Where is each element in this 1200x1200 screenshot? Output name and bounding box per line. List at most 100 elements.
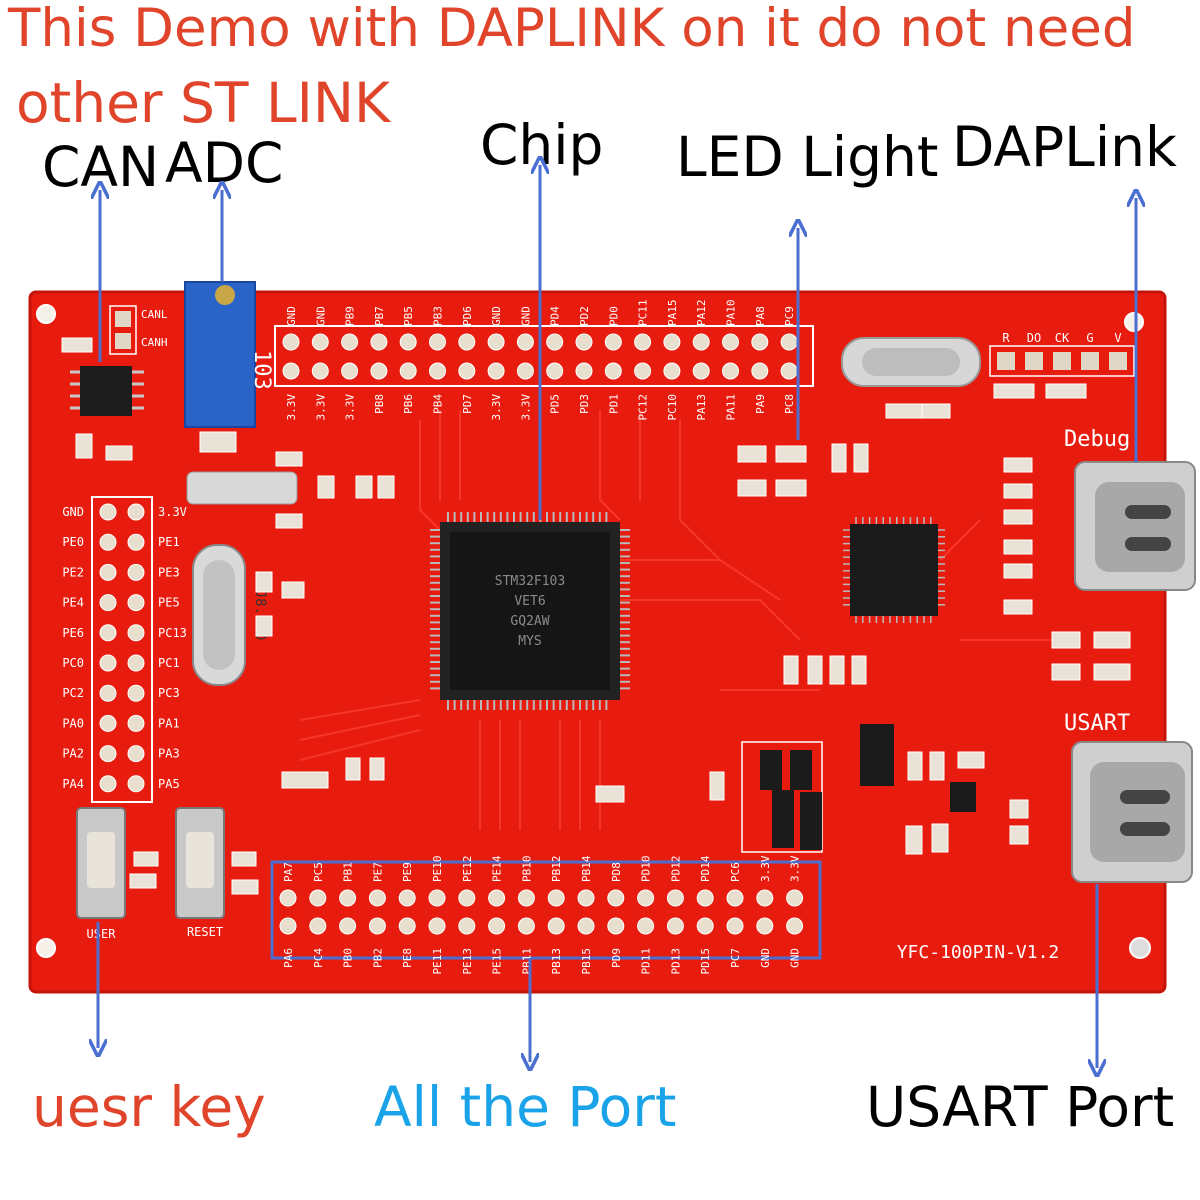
pin-label: PA8 bbox=[754, 306, 767, 326]
header-pin bbox=[666, 889, 684, 907]
header-line-1: This Demo with DAPLINK on it do not need bbox=[8, 0, 1136, 59]
pin-label: PC4 bbox=[312, 948, 325, 968]
callout-usart-port: USART Port bbox=[866, 1075, 1175, 1139]
header-pin bbox=[279, 917, 297, 935]
header-pin bbox=[488, 889, 506, 907]
pin-label: PC5 bbox=[312, 862, 325, 882]
header-pin bbox=[726, 917, 744, 935]
pin-label: PC10 bbox=[666, 394, 679, 421]
pin-label: PD14 bbox=[699, 855, 712, 882]
header-pin bbox=[127, 684, 145, 702]
debug-label: Debug bbox=[1064, 427, 1130, 452]
header-pin bbox=[341, 333, 359, 351]
pin-label: PA5 bbox=[158, 777, 180, 791]
header-pin bbox=[666, 917, 684, 935]
user-button-label: USER bbox=[87, 927, 117, 941]
callout-led-light: LED Light bbox=[676, 125, 939, 189]
header-pin bbox=[546, 362, 564, 380]
pin-label: 3.3V bbox=[344, 394, 357, 421]
callout-all-port: All the Port bbox=[374, 1075, 677, 1139]
header-pin bbox=[99, 624, 117, 642]
pin-label: PB3 bbox=[432, 306, 445, 326]
pin-label: PB15 bbox=[580, 948, 593, 975]
header-pin bbox=[722, 362, 739, 380]
header-pin bbox=[751, 362, 769, 380]
pin-label: PD1 bbox=[607, 394, 620, 414]
header-pin bbox=[516, 362, 534, 380]
pin-label: PD12 bbox=[669, 856, 682, 883]
pin-label: PB2 bbox=[371, 948, 384, 968]
header-pin bbox=[127, 594, 145, 612]
pin-label: PE4 bbox=[62, 596, 84, 610]
header-pin bbox=[309, 889, 327, 907]
callout-daplink: DAPLink bbox=[952, 115, 1177, 179]
pin-label: PB4 bbox=[432, 394, 445, 414]
pin-label: PE0 bbox=[62, 535, 84, 549]
mcu-marking-2: VET6 bbox=[514, 594, 545, 609]
pin-label: 3.3V bbox=[789, 855, 802, 882]
pin-label: PA15 bbox=[666, 300, 679, 327]
pin-label: PC7 bbox=[729, 948, 742, 968]
header-pin bbox=[458, 362, 476, 380]
header-pin bbox=[99, 654, 117, 672]
header-pin bbox=[341, 362, 359, 380]
pin-label: PD9 bbox=[610, 948, 623, 968]
reset-button-label: RESET bbox=[187, 925, 223, 939]
swd-label-g: G bbox=[1086, 331, 1093, 345]
pin-label: PD0 bbox=[607, 306, 620, 326]
pin-label: GND bbox=[789, 948, 802, 968]
pin-label: PC0 bbox=[62, 656, 84, 670]
pin-label: PC3 bbox=[158, 686, 180, 700]
header-pin bbox=[127, 745, 145, 763]
pin-label: PB5 bbox=[402, 306, 415, 326]
pin-label: PE8 bbox=[401, 948, 414, 968]
pin-label: PA11 bbox=[725, 394, 738, 421]
header-pin bbox=[370, 362, 388, 380]
pin-label: GND bbox=[314, 306, 327, 326]
header-pin bbox=[604, 362, 622, 380]
pin-label: GND bbox=[490, 306, 503, 326]
header-pin bbox=[692, 333, 710, 351]
header-pin bbox=[780, 333, 798, 351]
header-pin bbox=[279, 889, 297, 907]
pin-label: PE13 bbox=[461, 948, 474, 975]
header-pin bbox=[607, 917, 625, 935]
header-pin bbox=[127, 503, 145, 521]
pin-label: PE10 bbox=[431, 856, 444, 883]
header-pin bbox=[488, 917, 506, 935]
pin-label: PE15 bbox=[491, 948, 504, 975]
pin-label: PA2 bbox=[62, 747, 84, 761]
pin-label: PC6 bbox=[729, 862, 742, 882]
pin-label: PB14 bbox=[580, 855, 593, 882]
header-pin bbox=[751, 333, 769, 351]
pin-label: PD2 bbox=[578, 306, 591, 326]
header-pin bbox=[722, 333, 739, 351]
header-line-2: other ST LINK bbox=[16, 71, 391, 135]
header-pin bbox=[517, 889, 535, 907]
mcu-marking-4: MYS bbox=[518, 634, 541, 649]
pin-label: PA3 bbox=[158, 747, 180, 761]
pin-label: PD8 bbox=[610, 862, 623, 882]
header-pin bbox=[127, 563, 145, 581]
header-pin bbox=[428, 889, 446, 907]
pin-label: GND bbox=[519, 306, 532, 326]
header-pin bbox=[634, 362, 652, 380]
pin-label: PD6 bbox=[461, 306, 474, 326]
header-pin bbox=[692, 362, 710, 380]
pin-label: PB1 bbox=[342, 862, 355, 882]
pin-label: PB7 bbox=[373, 306, 386, 326]
swd-label-v: V bbox=[1114, 331, 1121, 345]
header-pin bbox=[726, 889, 744, 907]
header-pin bbox=[604, 333, 622, 351]
pin-label: GND bbox=[759, 948, 772, 968]
header-pin bbox=[311, 333, 329, 351]
pin-label: PE2 bbox=[62, 565, 84, 579]
header-pin bbox=[99, 714, 117, 732]
header-pin bbox=[663, 362, 681, 380]
board-model: YFC-100PIN-V1.2 bbox=[897, 942, 1060, 963]
pin-label: PE11 bbox=[431, 948, 444, 975]
header-pin bbox=[487, 362, 505, 380]
header-pin bbox=[99, 533, 117, 551]
pin-label: 3.3V bbox=[519, 394, 532, 421]
